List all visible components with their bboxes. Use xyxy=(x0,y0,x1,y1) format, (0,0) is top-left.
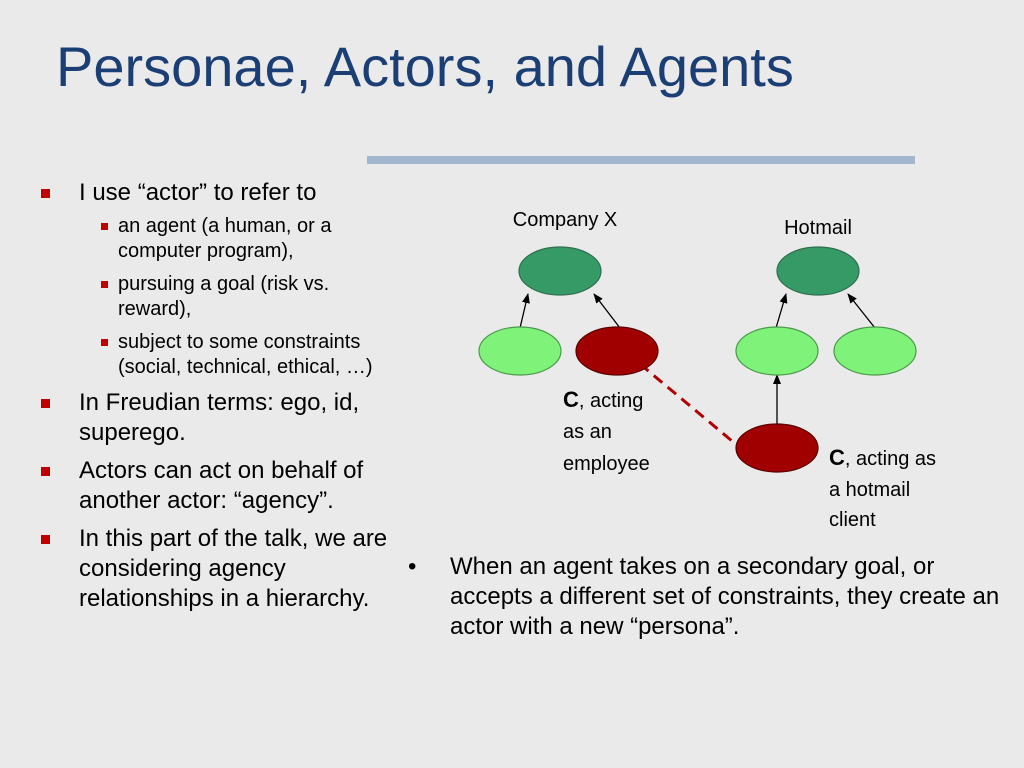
persona-link-dashed xyxy=(639,362,739,448)
title-underline-rule xyxy=(367,156,915,164)
bullet-item-agency: Actors can act on behalf of another acto… xyxy=(40,456,400,516)
square-bullet-icon xyxy=(41,189,50,198)
square-bullet-icon xyxy=(101,223,108,230)
bullet-text: In Freudian terms: ego, id, superego. xyxy=(79,389,360,446)
square-bullet-icon xyxy=(101,339,108,346)
caption-text: When an agent takes on a secondary goal,… xyxy=(450,553,1000,640)
employee-actor-node xyxy=(575,326,659,376)
hotmail-client-actor-node xyxy=(735,423,819,473)
c-employee-label-line2: as an xyxy=(563,421,612,443)
hotmail-node xyxy=(776,246,860,296)
arrow-right-child-to-hotmail xyxy=(847,293,876,329)
square-bullet-icon xyxy=(101,281,108,288)
c-client-label-line2: a hotmail xyxy=(829,479,910,501)
arrow-employee-to-company xyxy=(593,293,621,329)
sub-bullet-item-goal: pursuing a goal (risk vs. reward), xyxy=(101,272,400,322)
persona-caption: • When an agent takes on a secondary goa… xyxy=(408,552,1008,642)
bullet-text: In this part of the talk, we are conside… xyxy=(79,525,388,612)
arrow-left-child-to-hotmail xyxy=(775,293,788,329)
c-client-label-line1: C, acting as xyxy=(829,445,936,470)
sub-bullet-item-constraints: subject to some constraints (social, tec… xyxy=(101,330,400,380)
sub-bullet-item-agent: an agent (a human, or a computer program… xyxy=(101,214,400,264)
c-client-label-line3: client xyxy=(829,509,876,531)
hotmail-child-node-right xyxy=(833,326,917,376)
bullet-list: I use “actor” to refer to an agent (a hu… xyxy=(40,178,400,622)
square-bullet-icon xyxy=(41,535,50,544)
square-bullet-icon xyxy=(41,399,50,408)
sub-bullet-text: pursuing a goal (risk vs. reward), xyxy=(118,273,330,320)
square-bullet-icon xyxy=(41,467,50,476)
bullet-item-freudian: In Freudian terms: ego, id, superego. xyxy=(40,388,400,448)
sub-bullet-list: an agent (a human, or a computer program… xyxy=(101,214,400,380)
c-employee-label-line3: employee xyxy=(563,453,650,475)
slide-title: Personae, Actors, and Agents xyxy=(56,35,794,98)
bullet-text: Actors can act on behalf of another acto… xyxy=(79,457,364,514)
bullet-item-hierarchy: In this part of the talk, we are conside… xyxy=(40,524,400,614)
hotmail-child-node-left xyxy=(735,326,819,376)
arrow-left-child-to-company xyxy=(519,293,530,329)
company-x-label: Company X xyxy=(513,209,618,231)
hotmail-label: Hotmail xyxy=(784,217,852,239)
c-employee-label-line1: C, acting xyxy=(563,387,643,412)
company-x-child-node xyxy=(478,326,562,376)
bullet-text: I use “actor” to refer to xyxy=(79,179,317,206)
bullet-item-actor-definition: I use “actor” to refer to an agent (a hu… xyxy=(40,178,400,380)
company-x-node xyxy=(518,246,602,296)
round-bullet-icon: • xyxy=(408,553,417,580)
sub-bullet-text: an agent (a human, or a computer program… xyxy=(118,215,332,262)
sub-bullet-text: subject to some constraints (social, tec… xyxy=(118,331,373,378)
